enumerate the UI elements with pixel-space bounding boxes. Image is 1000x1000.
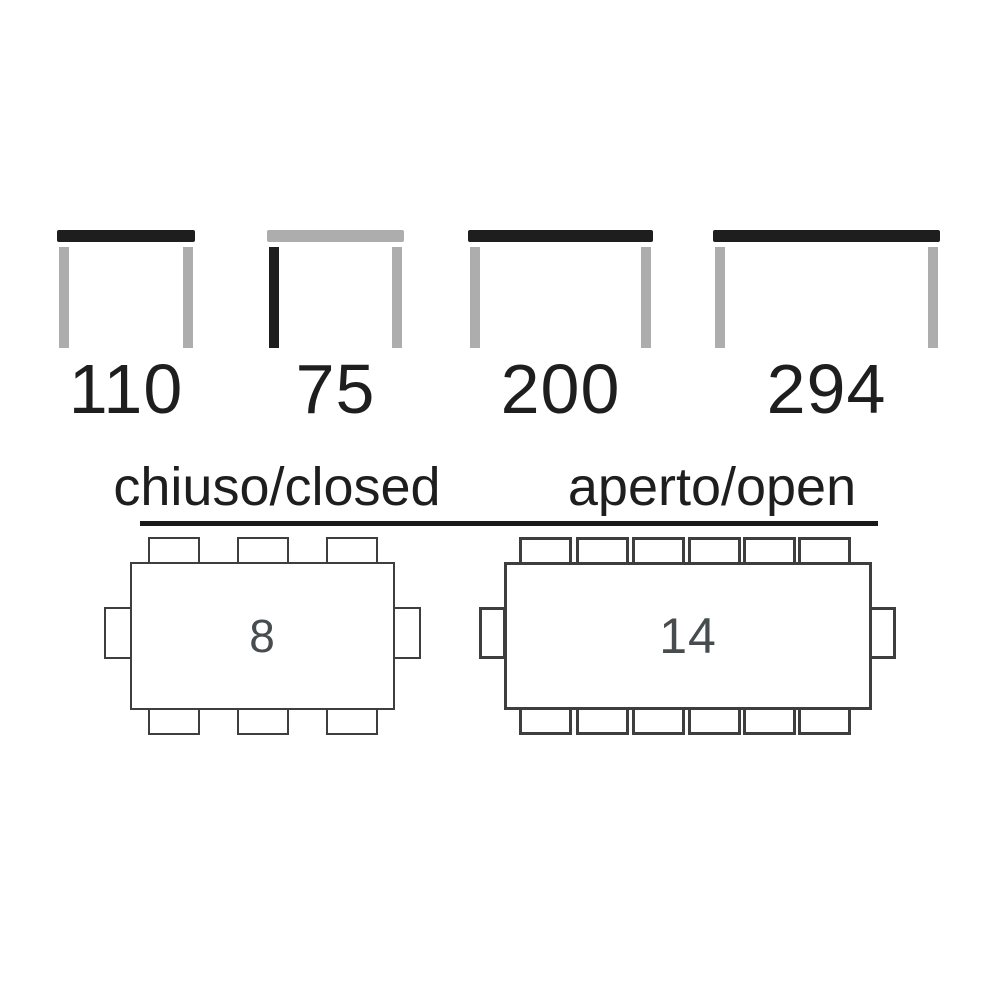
tabletop-bar: [713, 230, 940, 242]
chair: [743, 705, 796, 735]
chair: [104, 607, 132, 659]
chair: [688, 705, 741, 735]
table-leg-left: [715, 247, 725, 348]
tabletop-bar: [57, 230, 195, 242]
tabletop-bar: [267, 230, 404, 242]
table-leg-left: [470, 247, 480, 348]
dimension-figure: [57, 230, 195, 348]
chair: [237, 705, 289, 735]
chair: [798, 705, 851, 735]
dimension-label: 200: [500, 350, 621, 428]
chair: [393, 607, 421, 659]
seat-count: 14: [659, 608, 717, 664]
section-label-closed: chiuso/closed: [113, 457, 441, 517]
dimension-label: 75: [295, 350, 376, 428]
table-leg-left: [269, 247, 279, 348]
table-outline-open: 14: [504, 562, 872, 710]
chair: [519, 705, 572, 735]
chair: [479, 607, 506, 659]
table-leg-right: [928, 247, 938, 348]
section-divider-line: [140, 521, 878, 526]
dimension-label: 110: [68, 350, 184, 428]
dimension-label: 294: [766, 350, 887, 428]
seat-count: 8: [249, 610, 276, 662]
table-outline-closed: 8: [130, 562, 395, 710]
dimension-figure: [468, 230, 653, 348]
tabletop-bar: [468, 230, 653, 242]
dimension-figure: [713, 230, 940, 348]
chair: [326, 705, 378, 735]
table-leg-left: [59, 247, 69, 348]
table-leg-right: [183, 247, 193, 348]
chair: [869, 607, 896, 659]
table-leg-right: [392, 247, 402, 348]
dimension-figure: [267, 230, 404, 348]
table-leg-right: [641, 247, 651, 348]
section-label-open: aperto/open: [567, 457, 857, 517]
